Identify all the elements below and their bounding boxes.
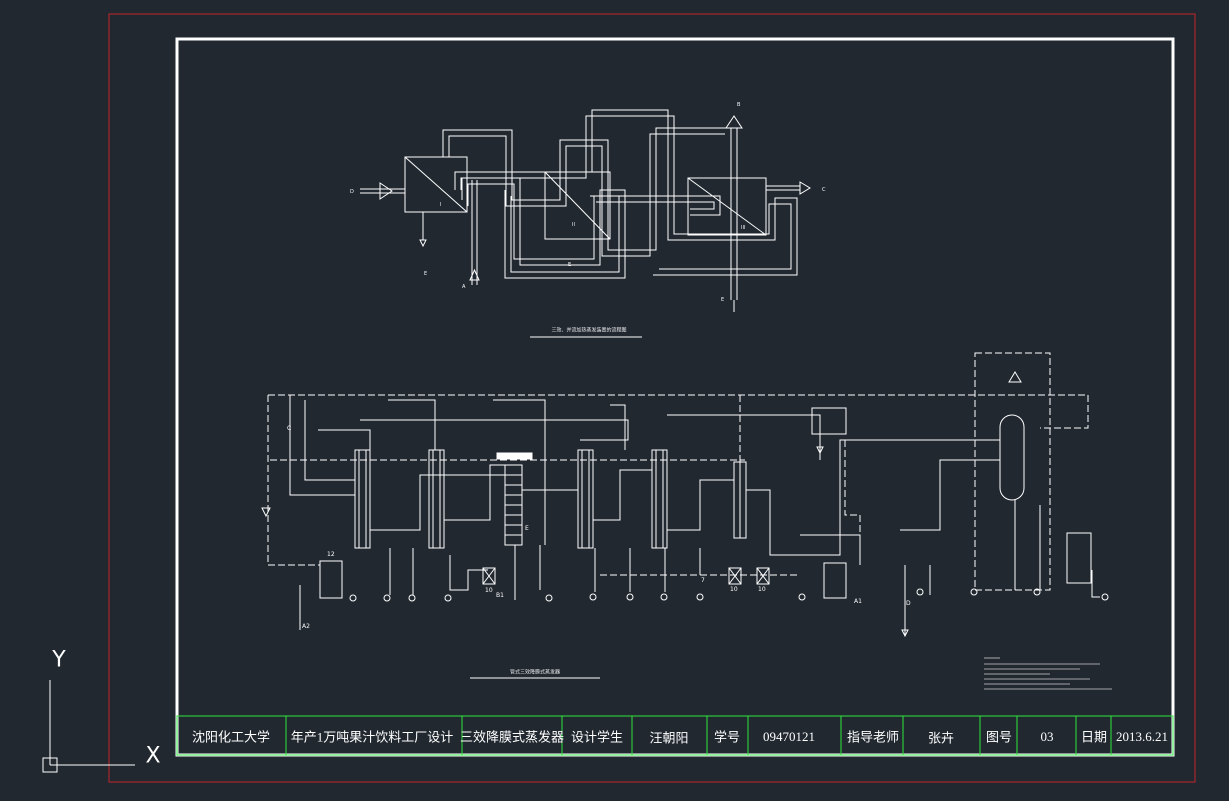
drawing-no-label: 图号	[985, 729, 1013, 745]
student-id: 09470121	[763, 729, 815, 744]
column-4	[651, 449, 668, 549]
advisor-label: 指导老师	[846, 729, 900, 745]
svg-text:I: I	[440, 202, 441, 208]
drawing-name: 三效降膜式蒸发器	[459, 729, 565, 745]
svg-text:10: 10	[730, 586, 738, 593]
svg-text:C: C	[822, 187, 826, 193]
flow-bottom-labels: A1 A2 B1 D C E 12 10 10 10 7	[287, 425, 911, 630]
notes-block	[984, 657, 1112, 690]
svg-text:A1: A1	[854, 598, 862, 605]
svg-text:12: 12	[327, 551, 335, 558]
column-3	[577, 449, 594, 549]
svg-text:E: E	[525, 525, 529, 532]
receiver	[1066, 532, 1092, 584]
ucs-y-label: Y	[52, 647, 66, 673]
svg-text:10: 10	[758, 586, 766, 593]
svg-text:D: D	[906, 600, 911, 607]
column-2	[428, 449, 445, 549]
student-id-label: 学号	[713, 729, 741, 745]
svg-text:D: D	[350, 189, 354, 195]
flow-top-labels: B D C E E E A I II III	[350, 102, 826, 303]
tank-12	[319, 560, 343, 599]
svg-text:II: II	[572, 222, 575, 228]
svg-text:III: III	[741, 225, 745, 231]
ucs-x-label: X	[145, 743, 161, 769]
tank-a1	[823, 562, 847, 599]
effect-3-box	[687, 177, 767, 236]
column-1	[354, 449, 371, 549]
svg-text:E: E	[424, 271, 427, 277]
svg-text:7: 7	[701, 577, 705, 584]
date: 2013.6.21	[1116, 729, 1168, 744]
svg-text:A2: A2	[302, 623, 310, 630]
separator	[999, 414, 1025, 501]
ucs-icon	[42, 680, 135, 773]
effect-1-box	[404, 156, 468, 213]
drawing-no: 03	[1040, 729, 1054, 744]
svg-text:B: B	[737, 102, 741, 108]
school-name: 沈阳化工大学	[191, 729, 271, 745]
title-block-grid	[176, 715, 1174, 756]
svg-text:B1: B1	[496, 592, 504, 599]
designer-label: 设计学生	[570, 729, 624, 745]
diagram-1-caption: 三效、并流加热蒸发装置的流程图	[551, 327, 627, 334]
svg-text:E: E	[721, 297, 724, 303]
project-name: 年产1万吨果汁饮料工厂设计	[290, 729, 454, 745]
svg-text:C: C	[287, 425, 291, 432]
date-label: 日期	[1080, 729, 1108, 745]
advisor-name: 张卉	[927, 730, 955, 746]
designer-name: 汪朝阳	[649, 730, 689, 746]
flow-diagram-bottom	[261, 352, 1109, 638]
svg-text:10: 10	[485, 587, 493, 594]
diagram-2-caption: 管式三效降膜式蒸发器	[509, 669, 561, 676]
inner-border	[175, 37, 1175, 757]
svg-text:E: E	[568, 262, 571, 268]
condenser	[811, 407, 847, 435]
svg-text:A: A	[462, 284, 466, 290]
flow-diagram-top	[360, 109, 811, 312]
outer-frame	[108, 13, 1196, 783]
